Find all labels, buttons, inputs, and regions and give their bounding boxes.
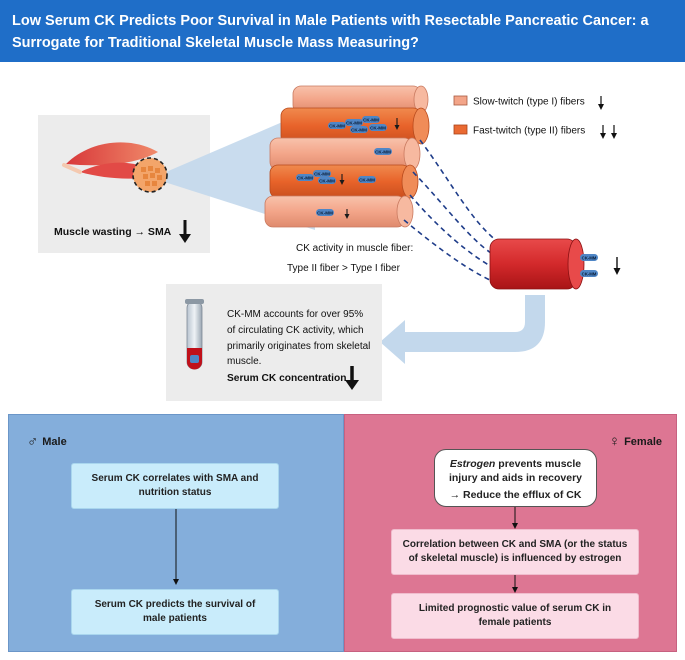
circulation-text-4: muscle. xyxy=(227,356,261,367)
male-label: ♂Male xyxy=(27,433,67,450)
blood-vessel: CK-MM CK-MM xyxy=(489,238,598,290)
svg-text:CK-MM: CK-MM xyxy=(297,176,313,181)
efflux-line: → Reduce the efflux of CK xyxy=(449,489,582,501)
circulation-text-3: primarily originates from skeletal xyxy=(227,341,370,352)
female-box-correlation: Correlation between CK and SMA (or the s… xyxy=(391,529,639,575)
ck-activity-line2: Type II fiber > Type I fiber xyxy=(287,263,401,274)
legend-slow-arrow xyxy=(598,96,604,110)
ck-mm-pill: CK-MM xyxy=(358,176,376,183)
svg-text:CK-MM: CK-MM xyxy=(582,272,597,277)
ck-mm-pill: CK-MM xyxy=(316,209,334,216)
fast-fiber xyxy=(269,164,419,199)
legend-fast-arrows xyxy=(600,125,617,139)
fiber-bundle xyxy=(264,85,430,228)
title-banner: Low Serum CK Predicts Poor Survival in M… xyxy=(0,0,685,62)
female-panel: ♀Female Estrogen prevents muscle injury … xyxy=(344,414,677,652)
circulation-text-2: of circulating CK activity, which xyxy=(227,325,364,336)
slow-fiber xyxy=(292,85,429,114)
illustration: Muscle wasting → SMA CK-MM CK-MM CK xyxy=(38,85,621,401)
svg-text:CK-MM: CK-MM xyxy=(370,126,386,131)
male-symbol-icon: ♂ xyxy=(27,433,39,450)
ck-mm-pill: CK-MM xyxy=(296,174,314,181)
ck-mm-pill: CK-MM xyxy=(313,170,331,177)
female-box-estrogen: Estrogen prevents muscle injury and aids… xyxy=(434,449,597,507)
svg-text:CK-MM: CK-MM xyxy=(346,121,362,126)
svg-text:CK-MM: CK-MM xyxy=(329,124,345,129)
fiber-down-arrows xyxy=(339,118,400,219)
female-label: ♀Female xyxy=(608,433,662,450)
female-symbol-icon: ♀ xyxy=(608,433,621,450)
sma-down-arrow xyxy=(179,220,191,243)
vessel-ck-mm: CK-MM CK-MM xyxy=(580,254,598,277)
male-panel: ♂Male Serum CK correlates with SMA and n… xyxy=(8,414,344,652)
muscle-icon xyxy=(62,142,168,193)
male-box-survival: Serum CK predicts the survival of male p… xyxy=(71,589,279,635)
female-connector-arrow-1 xyxy=(512,507,518,529)
svg-text:CK-MM: CK-MM xyxy=(375,150,391,155)
ck-activity-line1: CK activity in muscle fiber: xyxy=(296,243,413,254)
female-connector-arrow-2 xyxy=(512,575,518,593)
dashed-connectors xyxy=(403,139,499,283)
female-box-prognostic: Limited prognostic value of serum CK in … xyxy=(391,593,639,639)
muscle-wasting-label: Muscle wasting → SMA xyxy=(54,226,172,238)
svg-text:CK-MM: CK-MM xyxy=(582,256,597,261)
blood-tube-icon xyxy=(185,299,204,370)
ck-mm-markers: CK-MM CK-MM CK-MM CK-MM CK-MM CK-MM CK-M… xyxy=(296,116,392,216)
male-box-correlation: Serum CK correlates with SMA and nutriti… xyxy=(71,463,279,509)
male-connector-arrow xyxy=(173,509,179,585)
legend-fast-swatch xyxy=(453,124,468,135)
legend-slow-swatch xyxy=(453,95,468,106)
svg-text:CK-MM: CK-MM xyxy=(314,172,330,177)
ck-mm-pill: CK-MM xyxy=(374,148,392,155)
ck-mm-pill: CK-MM xyxy=(369,124,387,131)
legend: Slow-twitch (type I) fibers Fast-twitch … xyxy=(453,95,617,139)
ck-mm-pill: CK-MM xyxy=(328,122,346,129)
svg-text:CK-MM: CK-MM xyxy=(359,178,375,183)
page-title: Low Serum CK Predicts Poor Survival in M… xyxy=(12,13,649,51)
svg-text:CK-MM: CK-MM xyxy=(317,211,333,216)
ck-mm-pill: CK-MM xyxy=(318,177,336,184)
svg-text:CK-MM: CK-MM xyxy=(363,118,379,123)
serum-ck-label: Serum CK concentration xyxy=(227,373,346,384)
slow-fiber xyxy=(264,195,414,228)
svg-text:CK-MM: CK-MM xyxy=(319,179,335,184)
ck-mm-pill: CK-MM xyxy=(345,119,363,126)
svg-text:CK-MM: CK-MM xyxy=(351,128,367,133)
flow-arrow xyxy=(380,295,545,364)
legend-slow-label: Slow-twitch (type I) fibers xyxy=(473,97,585,108)
serum-down-arrow xyxy=(345,366,359,390)
slow-fiber xyxy=(269,137,421,171)
ck-mm-pill: CK-MM xyxy=(350,126,368,133)
vessel-down-arrow xyxy=(613,257,621,275)
estrogen-word: Estrogen xyxy=(449,458,496,470)
ck-mm-pill: CK-MM xyxy=(362,116,380,123)
circulation-text-1: CK-MM accounts for over 95% xyxy=(227,309,363,320)
legend-fast-label: Fast-twitch (type II) fibers xyxy=(473,126,585,137)
